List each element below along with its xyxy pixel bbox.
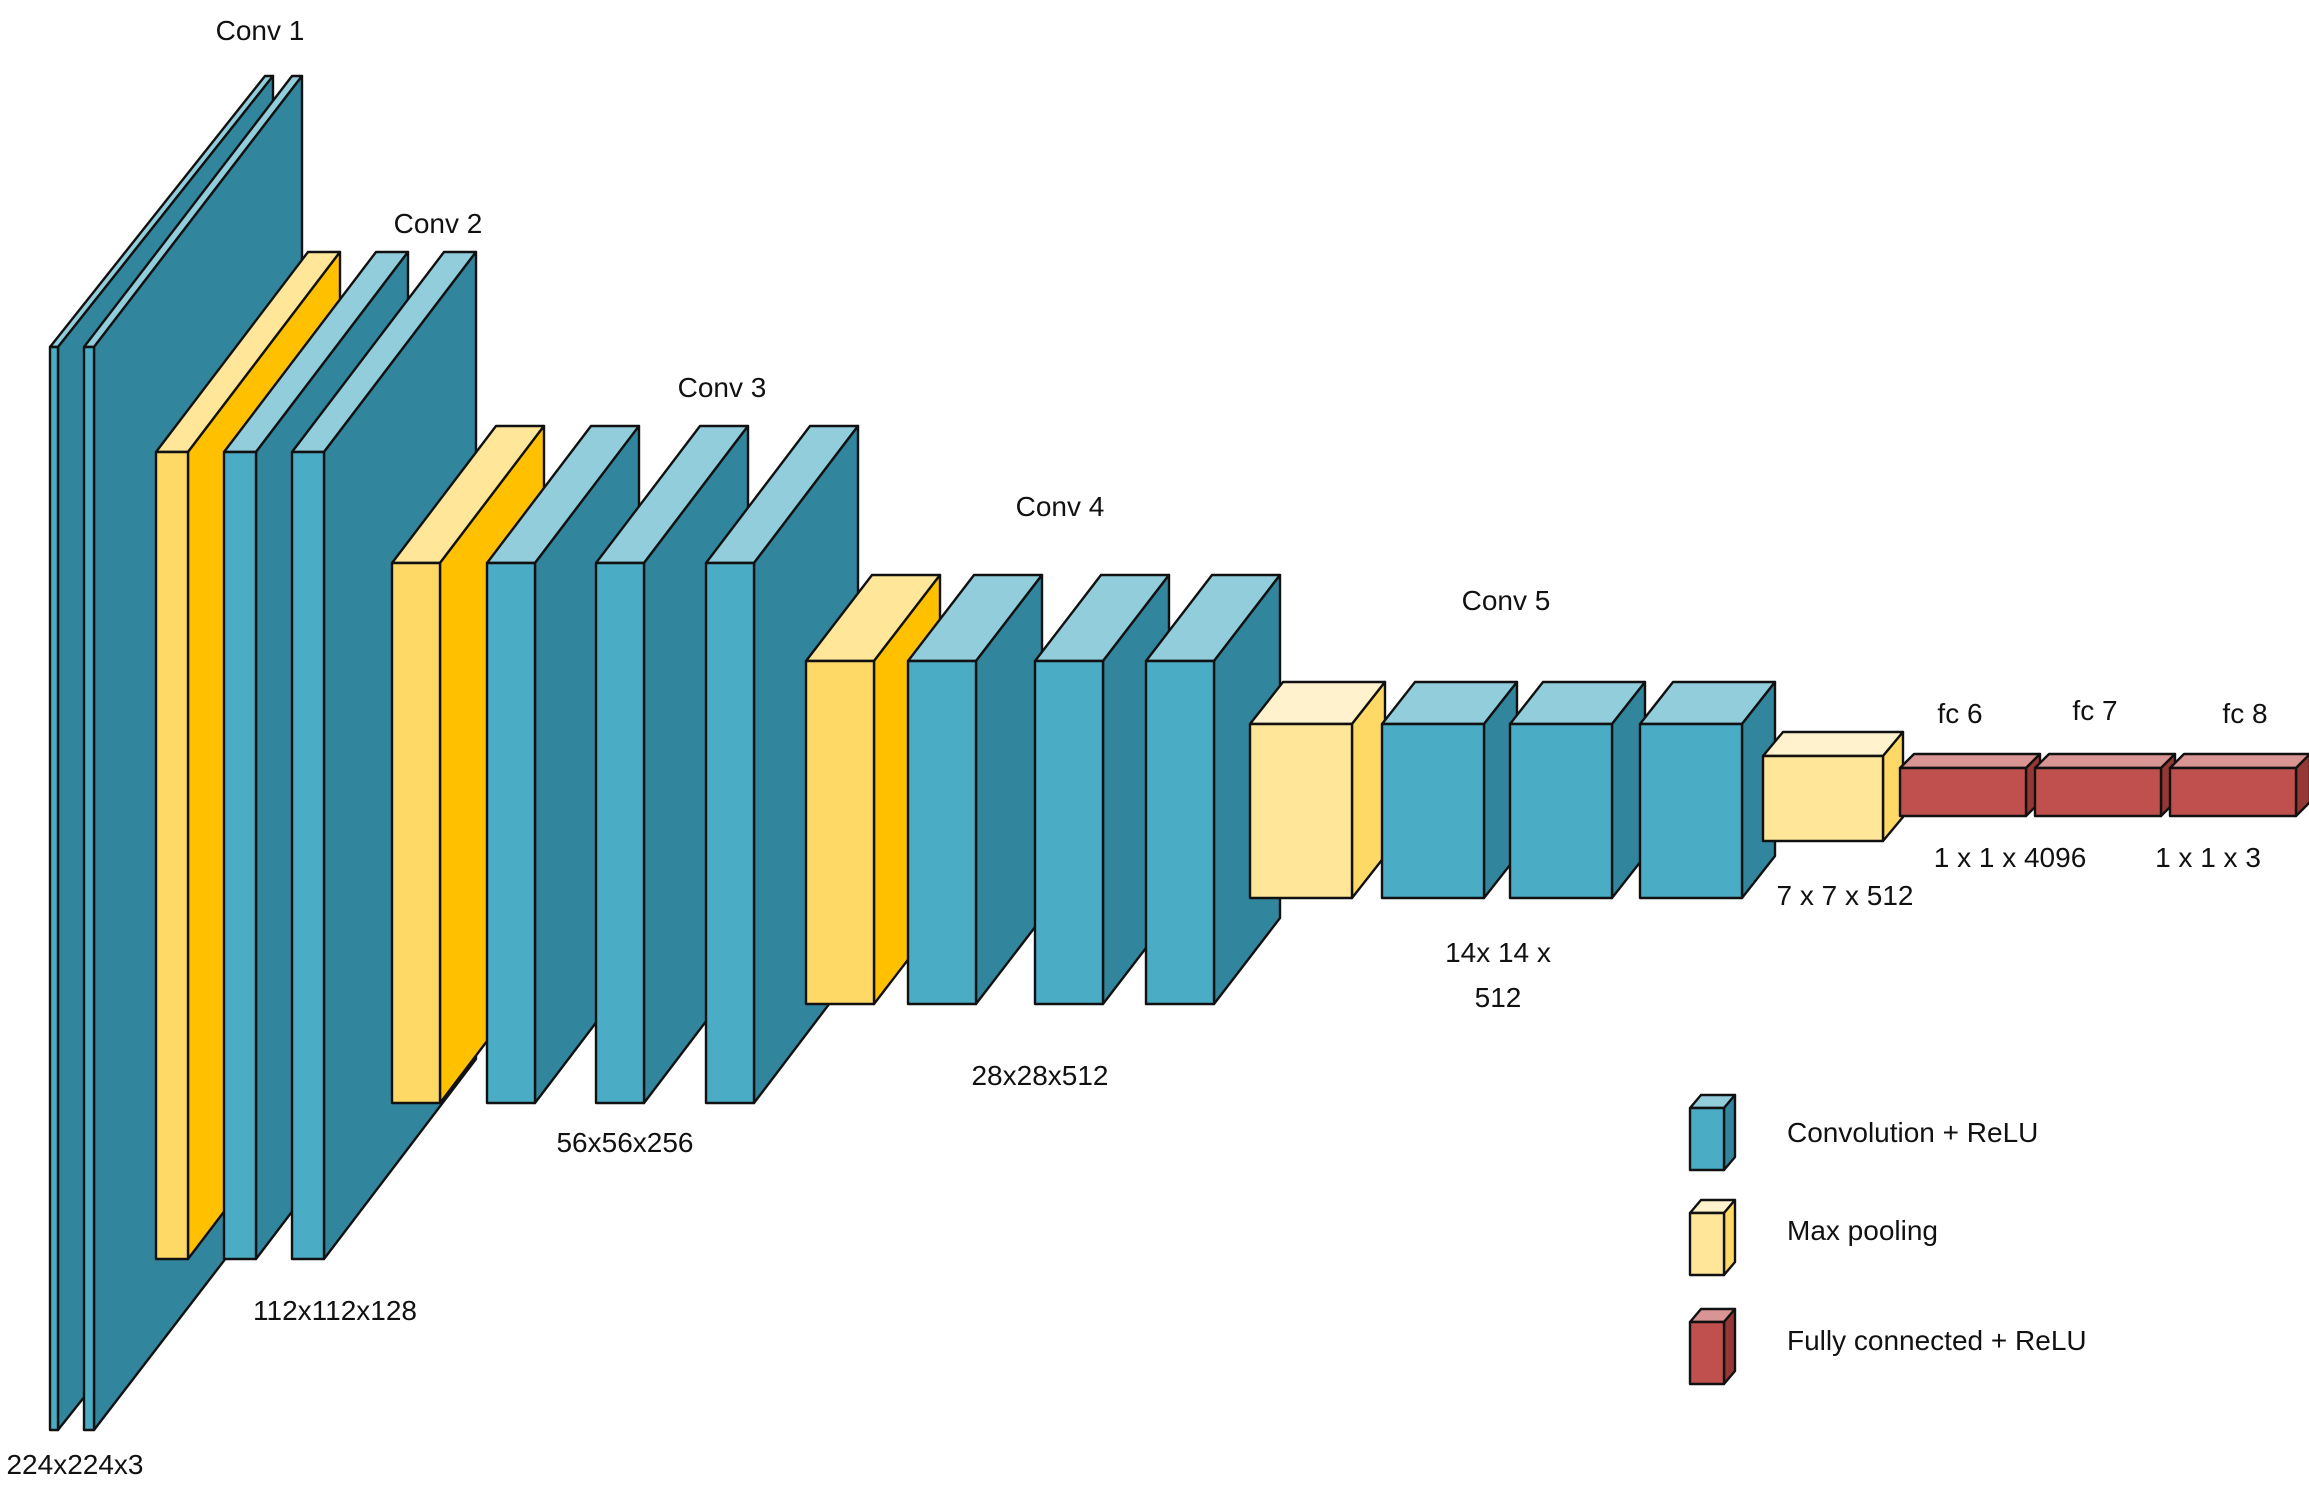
- layer-blocks: [48, 74, 2309, 1432]
- conv4-block-1: [906, 573, 1044, 1006]
- legend-swatch-fc: [1688, 1307, 1737, 1386]
- conv5-block-3: [1638, 680, 1777, 900]
- dim-7-label: 7 x 7 x 512: [1777, 880, 1914, 911]
- dim-28-label: 28x28x512: [971, 1060, 1108, 1091]
- fc7-block: [2033, 752, 2177, 818]
- legend-swatch-pool: [1688, 1198, 1737, 1277]
- dim-14-label-line2: 512: [1475, 982, 1522, 1013]
- fc8-block: [2168, 752, 2309, 818]
- conv5-label: Conv 5: [1462, 585, 1551, 616]
- dim-14-label-line1: 14x 14 x: [1445, 937, 1551, 968]
- fc6-label: fc 6: [1937, 698, 1982, 729]
- dim-4096-label: 1 x 1 x 4096: [1934, 842, 2087, 873]
- legend-swatch-conv: [1688, 1093, 1737, 1172]
- pool4-block: [1248, 680, 1387, 900]
- layer-labels: Conv 1 Conv 2 Conv 3 Conv 4 Conv 5 fc 6 …: [6, 15, 2267, 1480]
- fc7-label: fc 7: [2072, 695, 2117, 726]
- conv5-block-1: [1380, 680, 1519, 900]
- conv4-label: Conv 4: [1016, 491, 1105, 522]
- dim-112-label: 112x112x128: [253, 1295, 417, 1326]
- conv2-label: Conv 2: [394, 208, 483, 239]
- fc8-label: fc 8: [2222, 698, 2267, 729]
- legend-label-conv: Convolution + ReLU: [1787, 1117, 2038, 1148]
- dim-224-label: 224x224x3: [6, 1449, 143, 1480]
- legend-swatches: [1688, 1093, 1737, 1386]
- dim-56-label: 56x56x256: [556, 1127, 693, 1158]
- conv3-label: Conv 3: [678, 372, 767, 403]
- conv5-block-2: [1508, 680, 1647, 900]
- legend-label-pool: Max pooling: [1787, 1215, 1938, 1246]
- legend-label-fc: Fully connected + ReLU: [1787, 1325, 2087, 1356]
- legend: Convolution + ReLU Max pooling Fully con…: [1688, 1093, 2087, 1386]
- fc6-block: [1898, 752, 2042, 818]
- dim-3-label: 1 x 1 x 3: [2155, 842, 2261, 873]
- conv1-label: Conv 1: [216, 15, 305, 46]
- pool5-block: [1761, 730, 1905, 843]
